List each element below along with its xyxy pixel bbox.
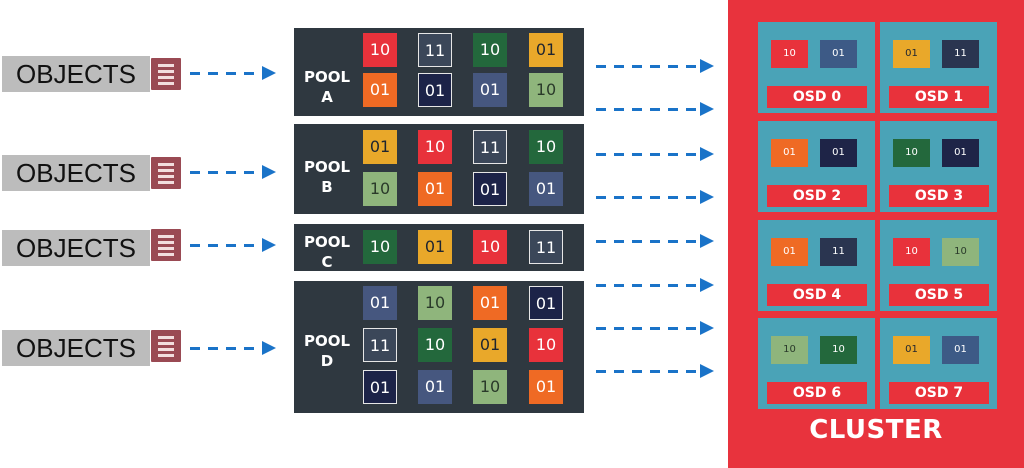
osd-3: 10 01 OSD 3: [880, 121, 997, 212]
osd-tile: 10: [820, 336, 857, 364]
pool-cell: 01: [473, 328, 507, 362]
osd-4: 01 11 OSD 4: [758, 220, 875, 311]
objects-label: OBJECTS: [2, 330, 150, 366]
pool-cell: 01: [418, 370, 452, 404]
dashed-arrow: [596, 364, 716, 378]
osd-6: 10 10 OSD 6: [758, 318, 875, 409]
pool-cell: 10: [529, 130, 563, 164]
dashed-arrow: [190, 66, 278, 80]
osd-label: OSD 3: [889, 185, 989, 207]
pool-cell: 01: [363, 370, 397, 404]
pool-cell: 10: [473, 370, 507, 404]
osd-tile: 10: [893, 238, 930, 266]
osd-label: OSD 7: [889, 382, 989, 404]
dashed-arrow: [596, 190, 716, 204]
pool-cell: 01: [363, 286, 397, 320]
objects-label: OBJECTS: [2, 56, 150, 92]
osd-tile: 01: [893, 40, 930, 68]
osd-0: 10 01 OSD 0: [758, 22, 875, 113]
dashed-arrow: [596, 59, 716, 73]
pool-cell: 11: [529, 230, 563, 264]
osd-label: OSD 1: [889, 86, 989, 108]
pool-cell: 11: [473, 130, 507, 164]
pool-cell: 01: [529, 370, 563, 404]
document-icon: [151, 229, 181, 261]
pool-cell: 10: [473, 230, 507, 264]
osd-2: 01 01 OSD 2: [758, 121, 875, 212]
document-icon: [151, 157, 181, 189]
osd-label: OSD 4: [767, 284, 867, 306]
osd-tile: 01: [893, 336, 930, 364]
pool-cell: 10: [418, 328, 452, 362]
pool-cell: 01: [529, 33, 563, 67]
osd-label: OSD 0: [767, 86, 867, 108]
pool-cell: 10: [418, 130, 452, 164]
osd-5: 10 10 OSD 5: [880, 220, 997, 311]
osd-tile: 10: [771, 336, 808, 364]
objects-label: OBJECTS: [2, 230, 150, 266]
osd-1: 01 11 OSD 1: [880, 22, 997, 113]
dashed-arrow: [596, 278, 716, 292]
cluster: 10 01 OSD 0 01 11 OSD 1 01 01 OSD 2 10 0…: [728, 0, 1024, 468]
pool-cell: 10: [363, 172, 397, 206]
osd-tile: 11: [820, 238, 857, 266]
pool-cell: 01: [529, 286, 563, 320]
pool-cell: 10: [363, 230, 397, 264]
osd-label: OSD 6: [767, 382, 867, 404]
pool-cell: 10: [363, 33, 397, 67]
pool-cell: 11: [418, 33, 452, 67]
osd-tile: 10: [771, 40, 808, 68]
dashed-arrow: [190, 238, 278, 252]
osd-tile: 01: [820, 40, 857, 68]
pool-cell: 01: [363, 130, 397, 164]
osd-tile: 11: [942, 40, 979, 68]
pool-cell: 01: [418, 172, 452, 206]
pool-cell: 11: [363, 328, 397, 362]
cluster-title: CLUSTER: [809, 415, 943, 445]
osd-tile: 10: [942, 238, 979, 266]
dashed-arrow: [190, 165, 278, 179]
pool-cell: 01: [473, 286, 507, 320]
pool-cell: 01: [473, 73, 507, 107]
pool-cell: 01: [363, 73, 397, 107]
osd-tile: 10: [893, 139, 930, 167]
osd-label: OSD 2: [767, 185, 867, 207]
pool-cell: 10: [473, 33, 507, 67]
dashed-arrow: [596, 147, 716, 161]
pool-cell: 10: [529, 73, 563, 107]
pool-cell: 01: [418, 73, 452, 107]
osd-tile: 01: [771, 238, 808, 266]
osd-label: OSD 5: [889, 284, 989, 306]
pool-cell: 01: [473, 172, 507, 206]
pool-cell: 01: [529, 172, 563, 206]
osd-tile: 01: [942, 336, 979, 364]
pool-cell: 01: [418, 230, 452, 264]
pool-cell: 10: [418, 286, 452, 320]
dashed-arrow: [596, 321, 716, 335]
osd-tile: 01: [820, 139, 857, 167]
dashed-arrow: [596, 234, 716, 248]
osd-tile: 01: [771, 139, 808, 167]
osd-7: 01 01 OSD 7: [880, 318, 997, 409]
document-icon: [151, 58, 181, 90]
dashed-arrow: [596, 102, 716, 116]
objects-label: OBJECTS: [2, 155, 150, 191]
osd-tile: 01: [942, 139, 979, 167]
pool-cell: 10: [529, 328, 563, 362]
document-icon: [151, 330, 181, 362]
dashed-arrow: [190, 341, 278, 355]
